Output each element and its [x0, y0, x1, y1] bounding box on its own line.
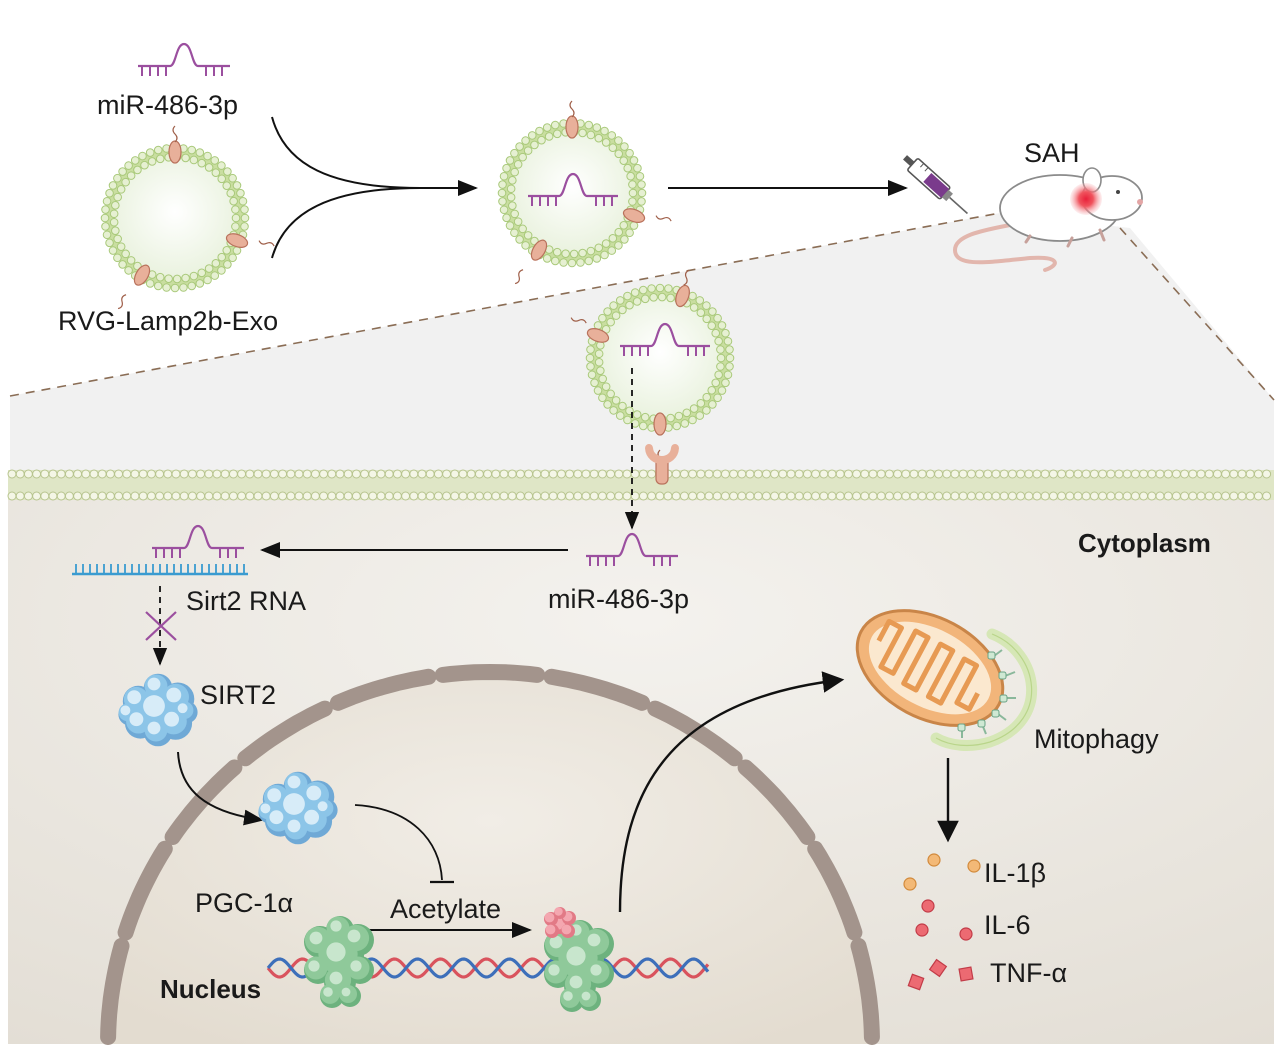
label-exosome: RVG-Lamp2b-Exo — [58, 306, 278, 336]
syringe-icon — [903, 155, 968, 215]
plasma-membrane — [7, 469, 1274, 501]
cytokine-il6 — [915, 899, 973, 941]
label-il6: IL-6 — [984, 910, 1031, 940]
mirna-strand-bound — [152, 524, 244, 558]
inhibition-cross-icon — [145, 611, 177, 641]
label-pgc1a: PGC-1α — [195, 888, 293, 918]
label-mirna-top: miR-486-3p — [97, 90, 238, 120]
pgc1a-protein — [304, 916, 374, 1008]
exosome-binding — [570, 269, 735, 467]
mouse-icon — [952, 167, 1143, 272]
cytokine-tnfa — [907, 958, 974, 991]
nucleus — [100, 663, 880, 1045]
label-sirt2-rna: Sirt2 RNA — [186, 586, 306, 616]
label-mirna-cyto: miR-486-3p — [548, 584, 689, 614]
arrow-to-mitochondrion — [618, 671, 845, 913]
cytokine-il1b — [903, 853, 981, 891]
nuclear-envelope — [100, 663, 880, 1045]
label-acetylate: Acetylate — [390, 894, 501, 924]
pgc1a-protein-acetylated — [544, 920, 614, 1012]
mirna-strand-top — [138, 42, 230, 76]
label-sah: SAH — [1024, 138, 1080, 168]
label-sirt2: SIRT2 — [200, 680, 276, 710]
label-nucleus: Nucleus — [160, 974, 261, 1004]
sirt2-rna-strand — [72, 564, 248, 576]
label-il1b: IL-1β — [984, 858, 1046, 888]
label-cytoplasm: Cytoplasm — [1078, 528, 1211, 558]
sirt2-protein — [118, 673, 198, 747]
arrow-sirt2-into-nucleus — [177, 751, 264, 826]
merge-arrows — [271, 116, 478, 259]
mirna-strand-cytoplasm — [586, 532, 678, 566]
inhibition-line — [354, 804, 443, 881]
label-mitophagy: Mitophagy — [1034, 724, 1159, 754]
label-tnfa: TNF-α — [990, 958, 1067, 988]
brain-lesion-icon — [1070, 183, 1102, 215]
exosome-empty — [100, 125, 275, 310]
receptor-icon — [645, 444, 679, 485]
phagophore — [930, 628, 1037, 751]
acetyl-group-icon — [544, 907, 576, 938]
mitochondrion-icon — [855, 609, 1005, 727]
exosome-loaded — [497, 100, 672, 285]
sirt2-protein-nuclear — [258, 771, 338, 845]
